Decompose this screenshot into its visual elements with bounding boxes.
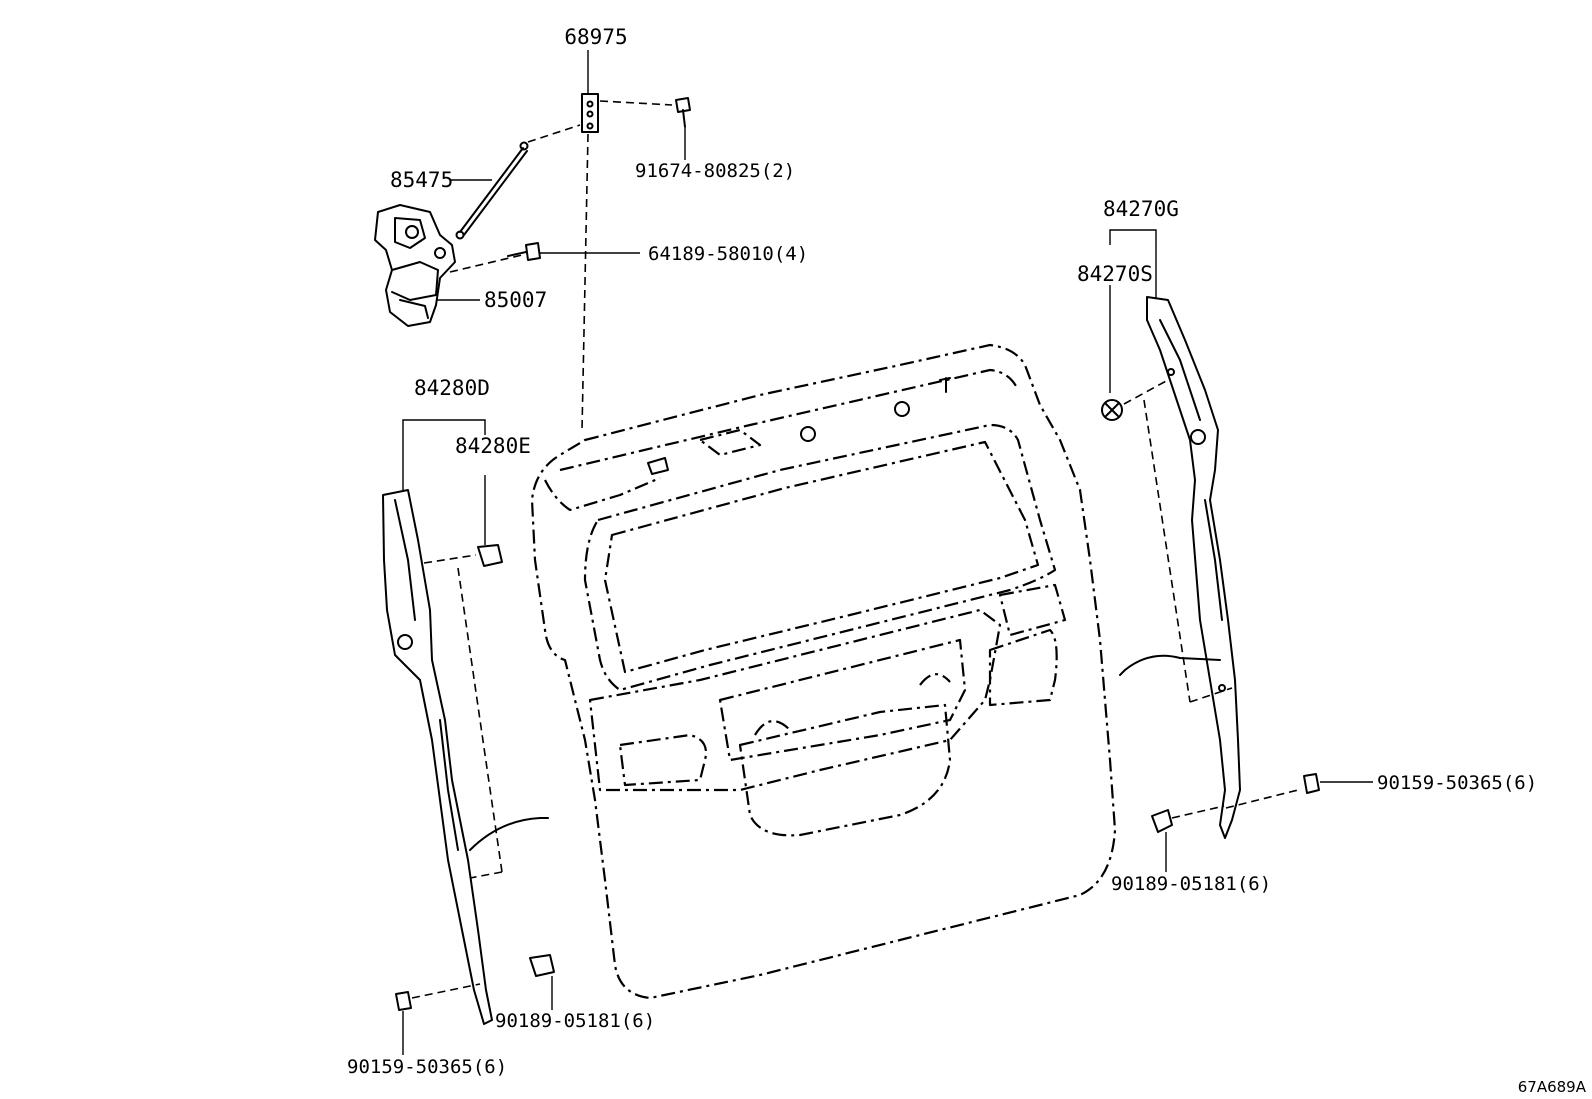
label-84280E: 84280E — [455, 434, 531, 458]
part-91674-bolt — [675, 97, 691, 160]
figure-code: 67A689A — [1518, 1078, 1587, 1096]
part-84270-right-trim — [1101, 229, 1299, 839]
label-91674: 91674-80825(2) — [635, 160, 795, 182]
part-84280-left-trim — [382, 419, 549, 1025]
part-85007-motor — [374, 204, 523, 327]
label-84270S: 84270S — [1077, 262, 1153, 286]
part-90189-left-clip — [529, 954, 555, 1010]
part-68975-bracket — [581, 50, 673, 431]
label-64189: 64189-58010(4) — [648, 243, 808, 265]
part-90159-left-bolt — [395, 983, 481, 1055]
label-68975: 68975 — [564, 25, 627, 49]
part-64189-bolt — [507, 242, 640, 261]
label-84270G: 84270G — [1103, 197, 1179, 221]
part-90189-right-clip — [1151, 805, 1225, 872]
label-90159-right: 90159-50365(6) — [1377, 772, 1537, 794]
back-door-panel — [530, 343, 1117, 1000]
label-90189-right: 90189-05181(6) — [1111, 873, 1271, 895]
label-90159-left: 90159-50365(6) — [347, 1056, 507, 1078]
part-85475-rod — [450, 124, 581, 240]
label-85475: 85475 — [390, 168, 453, 192]
part-90159-right-bolt — [1303, 773, 1373, 794]
label-84280D: 84280D — [414, 376, 490, 400]
label-90189-left: 90189-05181(6) — [495, 1010, 655, 1032]
label-85007: 85007 — [484, 288, 547, 312]
